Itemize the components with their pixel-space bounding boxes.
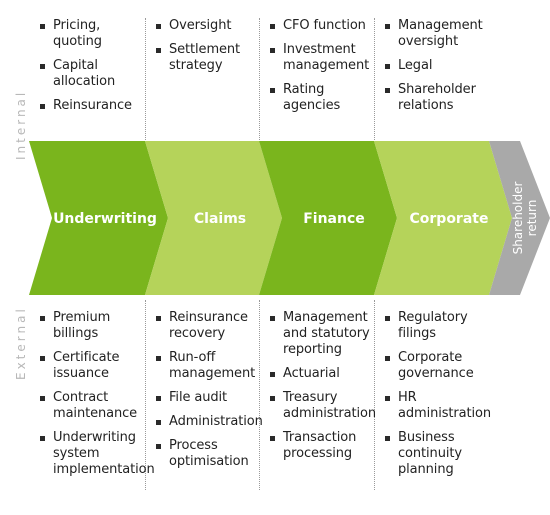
list-item: Settlement strategy	[155, 42, 258, 74]
claims-external: Reinsurance recovery Run-off management …	[145, 310, 263, 490]
list-item: Underwriting system implementation	[39, 430, 155, 478]
list-item: Management oversight	[384, 18, 487, 50]
shareholder-return-line2: return	[525, 200, 539, 237]
list-item: Regulatory filings	[384, 310, 487, 342]
separator-3	[374, 18, 375, 140]
underwriting-chevron	[29, 141, 168, 295]
separator-2	[259, 18, 260, 140]
list-item: CFO function	[269, 18, 372, 34]
separator-1	[145, 18, 146, 140]
list-item: Shareholder relations	[384, 82, 487, 114]
list-item: Pricing, quoting	[39, 18, 142, 50]
claims-label: Claims	[194, 211, 246, 227]
list-item: Rating agencies	[269, 82, 372, 114]
list-item: Reinsurance recovery	[155, 310, 258, 342]
finance-external: Management and statutory reporting Actua…	[259, 310, 376, 490]
list-item: Contract maintenance	[39, 390, 142, 422]
corporate-external: Regulatory filings Corporate governance …	[374, 310, 491, 490]
shareholder-return-line1: Shareholder	[511, 182, 525, 255]
shareholder-return-chevron	[489, 141, 550, 295]
list-item: Certificate issuance	[39, 350, 142, 382]
list-item: Corporate governance	[384, 350, 487, 382]
underwriting-label: Underwriting	[53, 211, 157, 227]
list-item: Process optimisation	[155, 438, 258, 470]
list-item: Premium billings	[39, 310, 142, 342]
list-item: Treasury administration	[269, 390, 376, 422]
underwriting-internal: Pricing, quoting Capital allocation Rein…	[29, 18, 142, 140]
separator-4	[145, 300, 146, 490]
list-item: Actuarial	[269, 366, 372, 382]
finance-internal: CFO function Investment management Ratin…	[259, 18, 372, 140]
list-item: Oversight	[155, 18, 258, 34]
claims-internal: Oversight Settlement strategy	[145, 18, 258, 140]
corporate-internal: Management oversight Legal Shareholder r…	[374, 18, 487, 140]
finance-label: Finance	[303, 211, 365, 227]
list-item: Reinsurance	[39, 98, 142, 114]
list-item: Run-off management	[155, 350, 258, 382]
finance-chevron	[259, 141, 397, 295]
underwriting-external: Premium billings Certificate issuance Co…	[29, 310, 155, 490]
separator-5	[259, 300, 260, 490]
list-item: Investment management	[269, 42, 372, 74]
list-item: File audit	[155, 390, 258, 406]
list-item: Legal	[384, 58, 487, 74]
list-item: Capital allocation	[39, 58, 142, 90]
list-item: Business continuity planning	[384, 430, 487, 478]
corporate-chevron	[374, 141, 512, 295]
corporate-label: Corporate	[410, 211, 489, 227]
separator-6	[374, 300, 375, 490]
list-item: Management and statutory reporting	[269, 310, 372, 358]
list-item: HR administration	[384, 390, 491, 422]
claims-chevron	[145, 141, 282, 295]
list-item: Transaction processing	[269, 430, 372, 462]
list-item: Administration	[155, 414, 263, 430]
